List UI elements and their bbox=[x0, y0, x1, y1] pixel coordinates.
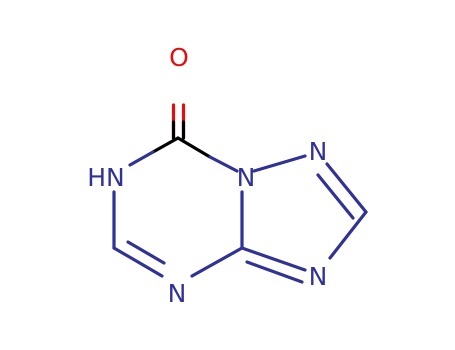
atom-oxygen: O bbox=[169, 43, 189, 72]
bond-nbottom-c3a-b bbox=[245, 260, 304, 284]
atom-n-triazole-top: N bbox=[309, 137, 328, 166]
bond-n4-c3a bbox=[190, 246, 244, 278]
bond-nbottom-c3a-a bbox=[240, 246, 307, 272]
atom-n-triazole-bottom: N bbox=[309, 262, 328, 291]
atom-n-ring-bottom: N bbox=[168, 279, 187, 308]
atom-nh: HN bbox=[87, 163, 125, 192]
bond-c2-nbottom bbox=[328, 210, 368, 260]
bond-c5-n4-a bbox=[112, 246, 164, 278]
bond-c7-nbridge-n bbox=[208, 155, 239, 173]
bond-nbridge-ntop bbox=[252, 154, 307, 173]
atom-n-bridge: N bbox=[237, 163, 256, 192]
bond-c5-n4-b bbox=[126, 240, 166, 265]
bond-c7-nh-c bbox=[151, 136, 180, 154]
bond-c7-nh-n bbox=[128, 150, 155, 167]
bond-ntop-c2-b bbox=[316, 173, 355, 220]
bond-ntop-c2-a bbox=[325, 162, 368, 214]
bond-c7-nbridge-c bbox=[176, 136, 212, 159]
